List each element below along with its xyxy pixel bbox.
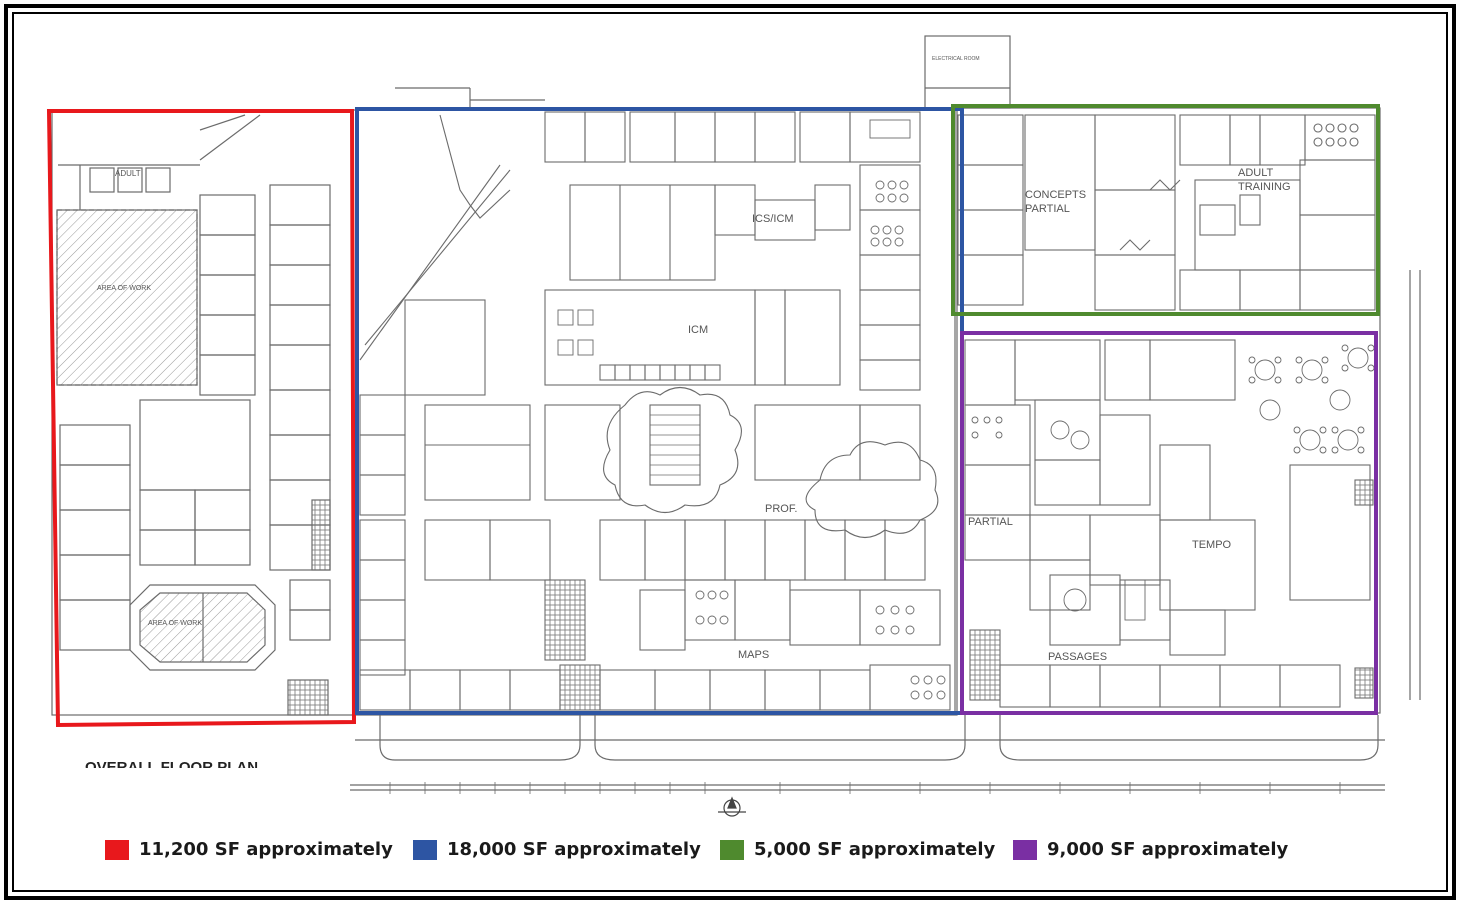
region-blue-rooms bbox=[359, 111, 951, 711]
north-arrow-icon bbox=[718, 796, 746, 817]
adult-label-2: ADULT bbox=[1238, 167, 1274, 179]
adult-training-label: TRAINING bbox=[1238, 181, 1291, 193]
legend-swatch-green bbox=[720, 839, 744, 860]
tempo-label: TEMPO bbox=[1192, 539, 1232, 551]
legend-label-purple: 9,000 SF approximately bbox=[1047, 839, 1289, 860]
region-purple-outline bbox=[960, 331, 1378, 715]
legend-swatch-purple bbox=[1013, 839, 1037, 860]
legend-label-green: 5,000 SF approximately bbox=[754, 839, 996, 860]
maps-label: MAPS bbox=[738, 649, 769, 661]
area-of-work-label-1: AREA OF WORK bbox=[97, 285, 151, 292]
building-linework bbox=[51, 35, 1421, 794]
region-blue-outline bbox=[355, 107, 964, 715]
legend-swatch-blue bbox=[413, 839, 437, 860]
partial-label-mid: PARTIAL bbox=[968, 516, 1013, 528]
outer-frame bbox=[4, 4, 1456, 900]
legend-label-blue: 18,000 SF approximately bbox=[447, 839, 701, 860]
passages-label: PASSAGES bbox=[1048, 651, 1107, 663]
concepts-label: CONCEPTS bbox=[1025, 189, 1086, 201]
legend-swatch-red bbox=[105, 839, 129, 860]
icm-label: ICM bbox=[688, 324, 708, 336]
legend-item-green: 5,000 SF approximately bbox=[720, 839, 995, 860]
prof-label: PROF. bbox=[765, 503, 797, 515]
legend: 11,200 SF approximately 18,000 SF approx… bbox=[0, 839, 1466, 867]
region-red-rooms bbox=[56, 114, 331, 716]
ics-icm-label: ICS/ICM bbox=[752, 213, 794, 225]
adult-label-1: ADULT bbox=[115, 169, 141, 178]
region-purple-rooms bbox=[964, 339, 1375, 708]
legend-item-red: 11,200 SF approximately bbox=[105, 839, 393, 860]
partial-label-top: PARTIAL bbox=[1025, 203, 1070, 215]
region-green-rooms bbox=[957, 114, 1376, 311]
electrical-room-label: ELECTRICAL ROOM bbox=[932, 56, 980, 62]
legend-label-red: 11,200 SF approximately bbox=[139, 839, 393, 860]
region-green-outline bbox=[951, 104, 1380, 316]
legend-item-purple: 9,000 SF approximately bbox=[1013, 839, 1288, 860]
inner-frame bbox=[12, 12, 1448, 892]
area-of-work-label-2: AREA OF WORK bbox=[148, 620, 202, 627]
region-red-outline bbox=[46, 109, 357, 728]
legend-item-blue: 18,000 SF approximately bbox=[413, 839, 701, 860]
